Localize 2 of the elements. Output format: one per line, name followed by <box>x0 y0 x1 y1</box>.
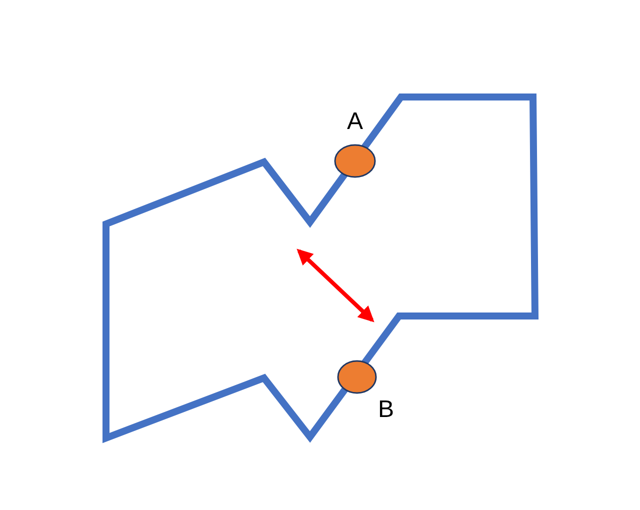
point-label: A <box>347 110 364 134</box>
point-label: B <box>378 398 394 422</box>
